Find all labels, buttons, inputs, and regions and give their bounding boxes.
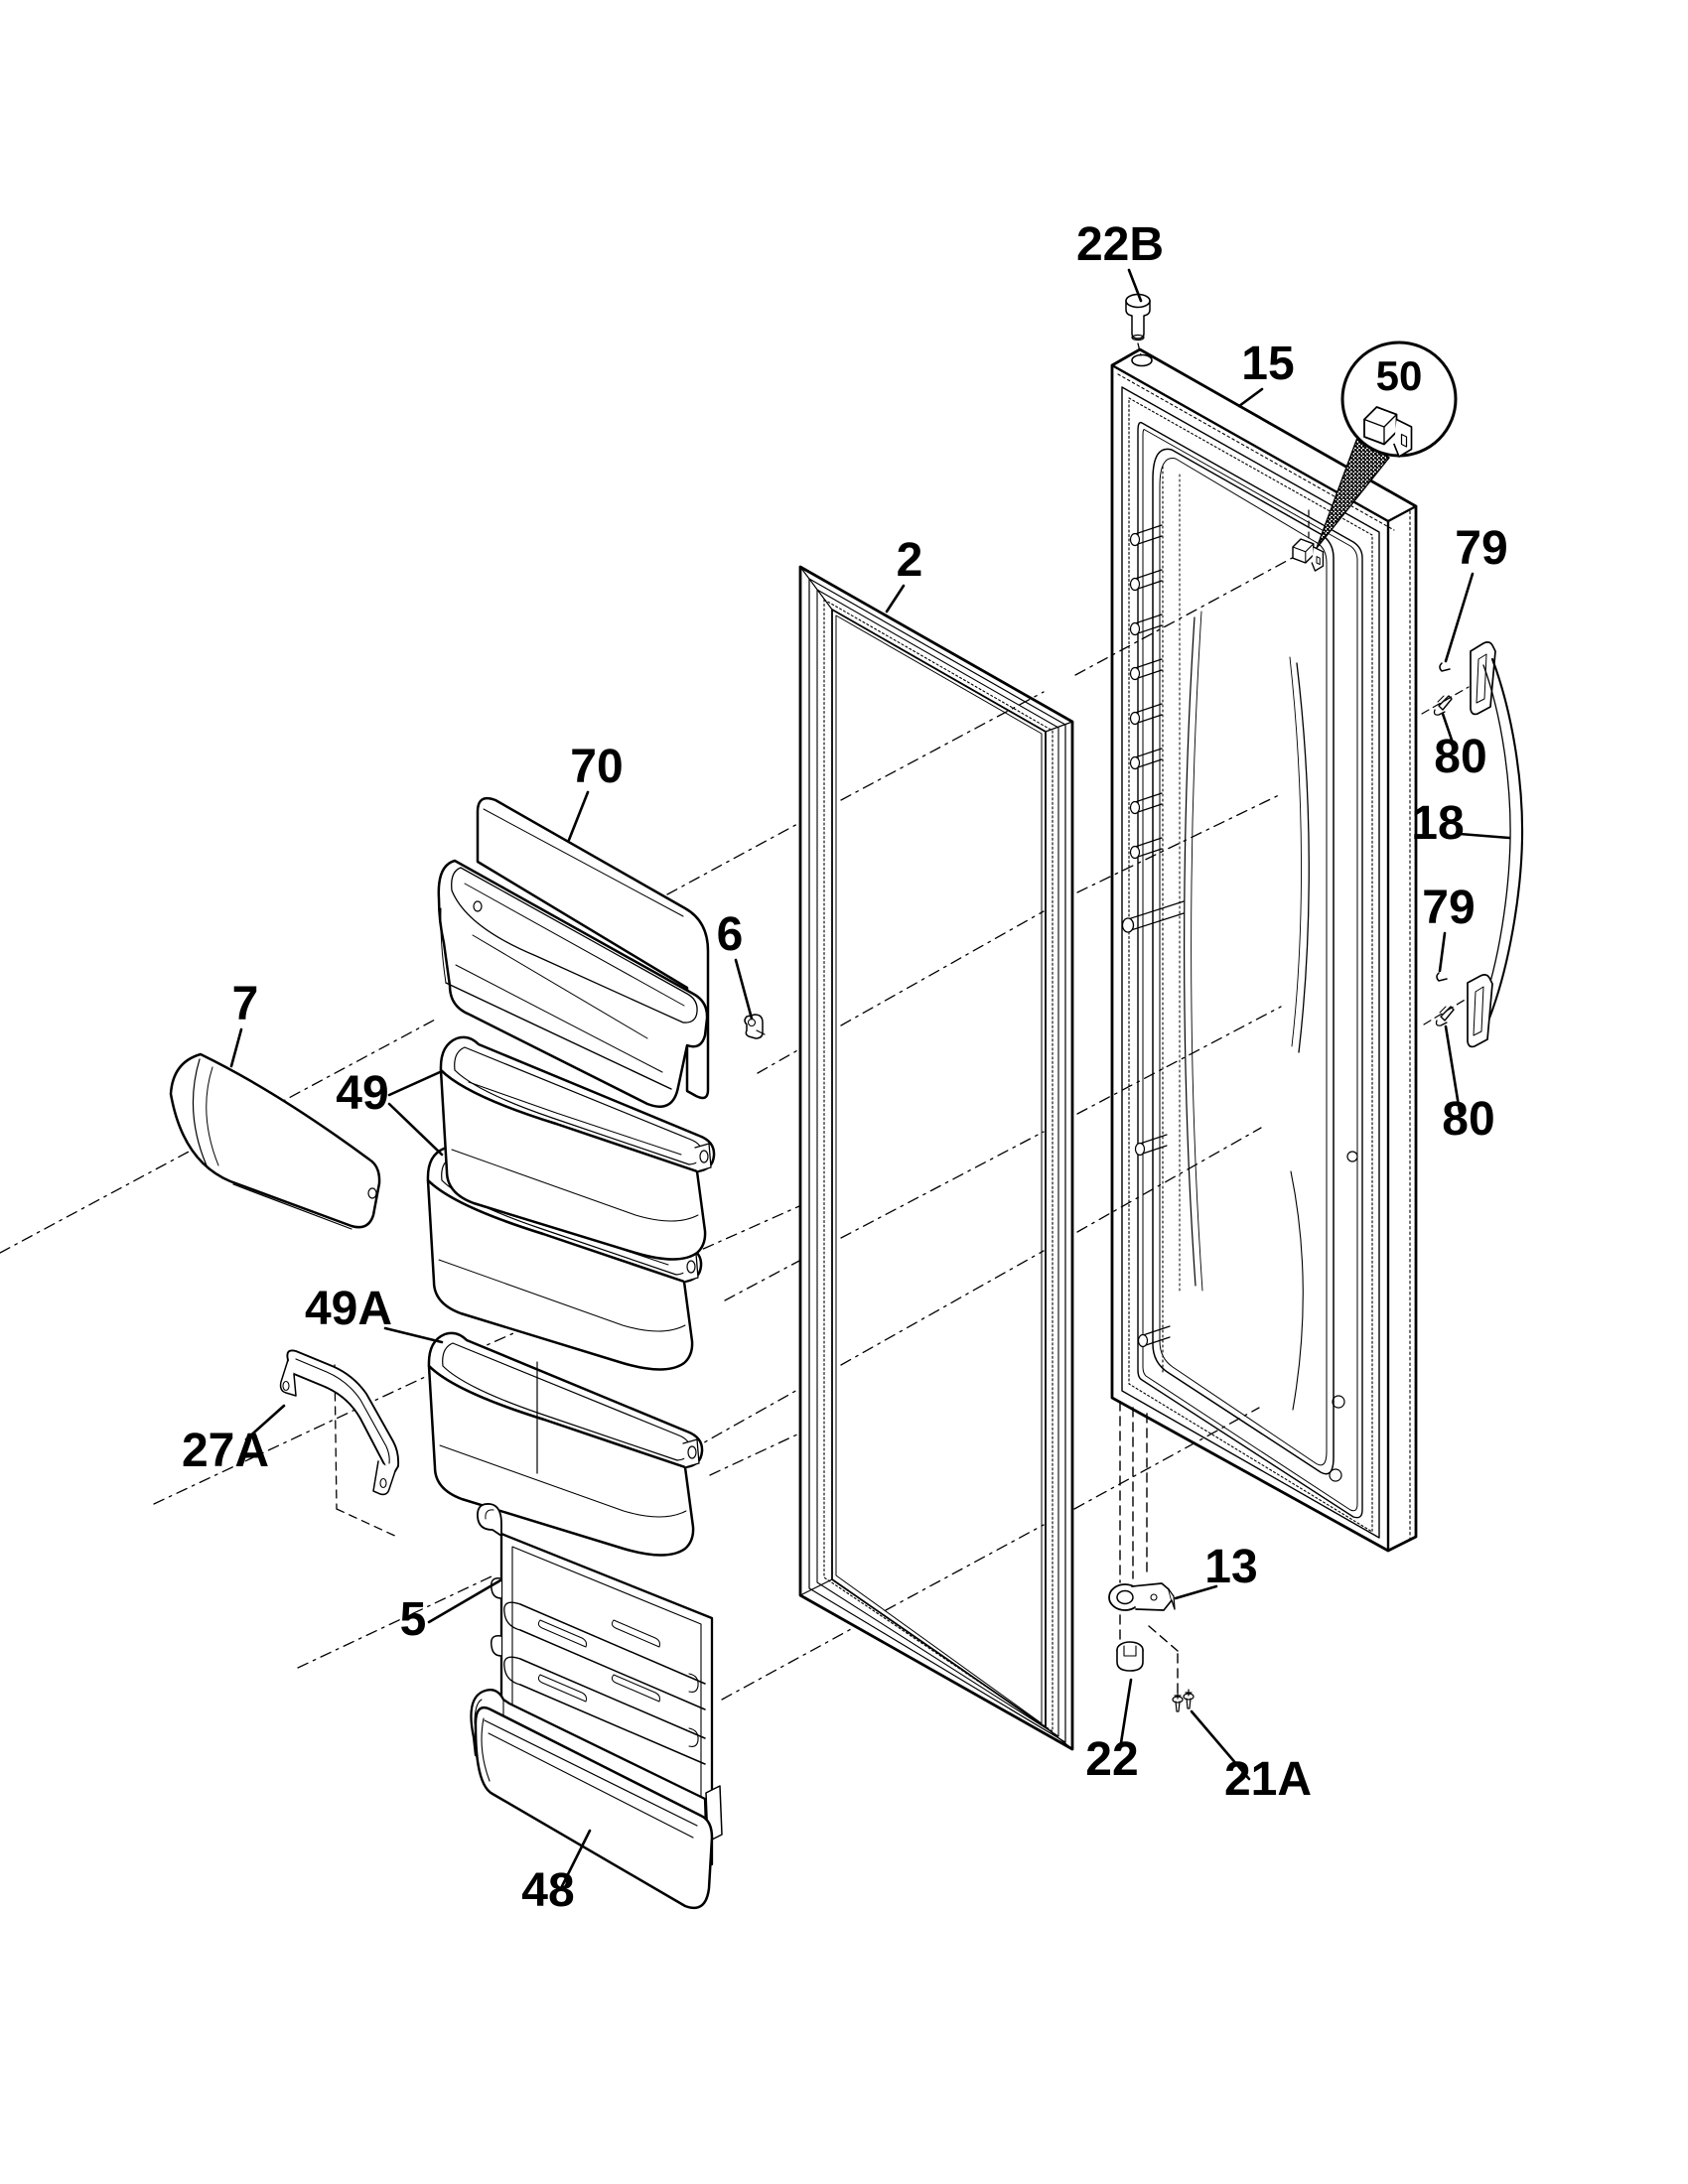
svg-text:79: 79 bbox=[1422, 882, 1475, 934]
svg-text:49A: 49A bbox=[305, 1283, 392, 1335]
svg-text:70: 70 bbox=[570, 741, 623, 793]
svg-text:80: 80 bbox=[1434, 731, 1486, 783]
svg-text:5: 5 bbox=[400, 1593, 427, 1646]
svg-text:49: 49 bbox=[336, 1067, 388, 1120]
svg-text:80: 80 bbox=[1442, 1093, 1494, 1146]
svg-text:13: 13 bbox=[1204, 1541, 1257, 1593]
svg-text:6: 6 bbox=[717, 908, 744, 961]
svg-text:7: 7 bbox=[232, 978, 259, 1030]
svg-text:2: 2 bbox=[897, 534, 923, 587]
svg-text:21A: 21A bbox=[1224, 1753, 1312, 1806]
svg-text:15: 15 bbox=[1241, 338, 1294, 390]
svg-text:48: 48 bbox=[521, 1864, 574, 1917]
svg-text:79: 79 bbox=[1455, 522, 1507, 575]
svg-text:22: 22 bbox=[1085, 1733, 1138, 1786]
svg-text:18: 18 bbox=[1411, 797, 1464, 850]
svg-text:50: 50 bbox=[1376, 352, 1423, 399]
svg-text:22B: 22B bbox=[1076, 218, 1164, 271]
